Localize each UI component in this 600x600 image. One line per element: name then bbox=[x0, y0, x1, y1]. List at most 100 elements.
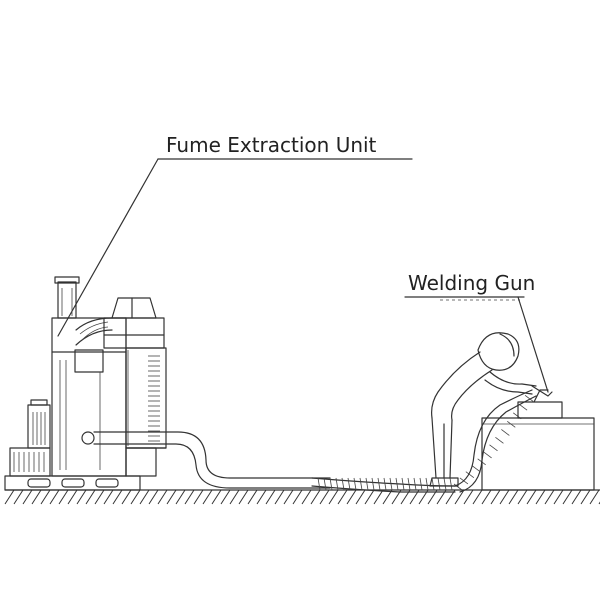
floor-hatch-line bbox=[508, 489, 519, 505]
hose-rib bbox=[483, 451, 492, 459]
hose-rib bbox=[524, 394, 534, 402]
hose-rib bbox=[383, 477, 387, 491]
hose-rib bbox=[471, 465, 481, 472]
floor-hatch-line bbox=[211, 489, 222, 505]
floor-hatch-line bbox=[562, 489, 573, 505]
floor-hatch-line bbox=[301, 489, 312, 505]
floor-hatch-line bbox=[283, 489, 294, 505]
welder-helmet bbox=[477, 332, 520, 371]
exhaust-stack bbox=[57, 281, 77, 319]
floor-hatch-line bbox=[103, 489, 114, 505]
floor-hatch-line bbox=[121, 489, 132, 505]
floor-hatch-line bbox=[49, 489, 60, 505]
welder-back bbox=[431, 351, 481, 419]
filter-ribs bbox=[148, 355, 160, 442]
hose-rib bbox=[443, 477, 447, 491]
extraction-hose bbox=[81, 389, 537, 493]
fume-leader-line bbox=[57, 158, 159, 337]
floor-hatch-line bbox=[346, 489, 357, 505]
hose-rib bbox=[407, 477, 411, 491]
floor-hatch-line bbox=[67, 489, 78, 505]
floor-hatch-line bbox=[472, 489, 483, 505]
floor-hatch-line bbox=[130, 489, 141, 505]
welder-leg-front bbox=[449, 419, 453, 479]
hose-rib bbox=[495, 437, 504, 444]
hose-rib bbox=[449, 477, 453, 491]
hose-rib bbox=[335, 477, 339, 491]
welder-chest bbox=[451, 369, 493, 421]
floor-hatch-line bbox=[193, 489, 204, 505]
floor-hatch-line bbox=[355, 489, 366, 505]
hose-rib bbox=[437, 477, 441, 491]
unit-base-plate bbox=[4, 475, 141, 491]
welding-leader-line bbox=[517, 296, 549, 393]
floor-hatch-line bbox=[373, 489, 384, 505]
hose-rib bbox=[453, 483, 463, 491]
floor-hatch-line bbox=[58, 489, 69, 505]
floor bbox=[4, 489, 600, 505]
floor-hatch-line bbox=[247, 489, 258, 505]
floor-hatch-line bbox=[256, 489, 267, 505]
base-slot-3 bbox=[95, 478, 119, 488]
floor-hatch-line bbox=[337, 489, 348, 505]
motor-cap bbox=[30, 399, 48, 406]
floor-hatch-line bbox=[310, 489, 321, 505]
filter-head bbox=[103, 317, 165, 349]
floor-hatch-line bbox=[31, 489, 42, 505]
workpiece bbox=[517, 401, 563, 419]
floor-hatch-line bbox=[76, 489, 87, 505]
floor-hatch-line bbox=[517, 489, 528, 505]
hose-inlet bbox=[81, 431, 95, 445]
floor-hatch-line bbox=[220, 489, 231, 505]
floor-hatch-line bbox=[364, 489, 375, 505]
floor-hatch-line bbox=[166, 489, 177, 505]
floor-hatch-line bbox=[85, 489, 96, 505]
floor-hatch-line bbox=[382, 489, 393, 505]
floor-hatch-line bbox=[454, 489, 465, 505]
fume-extraction-callout: Fume Extraction Unit bbox=[57, 133, 413, 337]
floor-hatch-line bbox=[544, 489, 555, 505]
base-slot-2 bbox=[61, 478, 85, 488]
hose-rib bbox=[419, 477, 423, 491]
hose-rib bbox=[431, 477, 435, 491]
hopper-top bbox=[111, 297, 157, 319]
floor-hatch-line bbox=[13, 489, 24, 505]
floor-hatch-line bbox=[580, 489, 591, 505]
floor-hatch-line bbox=[94, 489, 105, 505]
cabinet-panel bbox=[74, 349, 104, 373]
hose-rib bbox=[501, 429, 510, 436]
unit-cabinet bbox=[51, 317, 127, 477]
floor-hatch-line bbox=[4, 489, 15, 505]
fan-motor bbox=[9, 399, 51, 477]
floor-hatch-line bbox=[292, 489, 303, 505]
floor-hatch-line bbox=[175, 489, 186, 505]
welding-gun-label: Welding Gun bbox=[408, 271, 535, 295]
hose-rib bbox=[395, 477, 399, 491]
hose-rib bbox=[518, 403, 528, 411]
floor-hatch-line bbox=[265, 489, 276, 505]
welder-boots bbox=[429, 477, 459, 487]
hose-rib bbox=[341, 477, 345, 491]
floor-hatch-line bbox=[112, 489, 123, 505]
floor-hatch-line bbox=[526, 489, 537, 505]
hose-rib bbox=[377, 477, 381, 491]
hose-rib bbox=[365, 477, 369, 491]
floor-hatch-line bbox=[184, 489, 195, 505]
floor-hatch-line bbox=[490, 489, 501, 505]
floor-hatch-line bbox=[589, 489, 600, 505]
welder-leg-back bbox=[431, 417, 437, 479]
hose-rib bbox=[323, 477, 327, 491]
floor-hatching bbox=[4, 489, 600, 505]
hose-rib bbox=[347, 477, 351, 491]
dust-bin bbox=[125, 447, 157, 477]
floor-hatch-line bbox=[553, 489, 564, 505]
flex-hose-low bbox=[311, 477, 456, 487]
floor-hatch-line bbox=[238, 489, 249, 505]
base-slot-1 bbox=[27, 478, 51, 488]
floor-hatch-line bbox=[139, 489, 150, 505]
hose-rib bbox=[359, 477, 363, 491]
work-table bbox=[481, 389, 595, 491]
hose-rib bbox=[317, 477, 321, 491]
upper-duct bbox=[75, 317, 113, 331]
